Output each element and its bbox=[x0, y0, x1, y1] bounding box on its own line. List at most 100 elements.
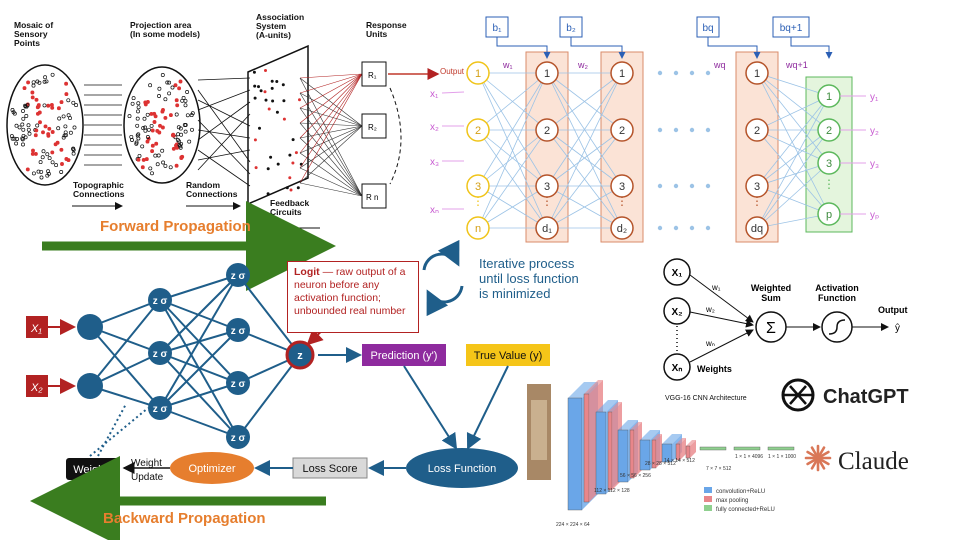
hidden2-node-label: d₂ bbox=[617, 223, 627, 235]
response-line bbox=[299, 73, 363, 109]
training-nodes: z σz σz σz σz σz σz σz bbox=[77, 263, 331, 449]
hidden2-node bbox=[610, 174, 634, 198]
bias-label: b₂ bbox=[566, 23, 576, 34]
sensory-dot bbox=[183, 98, 188, 103]
loss-score-label: Loss Score bbox=[302, 463, 357, 475]
input-node bbox=[466, 174, 490, 198]
sensory-dot bbox=[174, 163, 179, 168]
weight-label: w₁ bbox=[502, 60, 513, 70]
train-edge bbox=[89, 299, 161, 387]
sensory-dot bbox=[145, 135, 150, 139]
optimizer-label: Optimizer bbox=[188, 463, 235, 475]
mlp-input-line bbox=[441, 91, 465, 94]
bias-arrow bbox=[570, 37, 626, 59]
sensory-dot bbox=[43, 124, 48, 129]
association-dot bbox=[282, 117, 286, 121]
sensory-dot bbox=[21, 116, 26, 121]
train-input-node bbox=[77, 373, 103, 399]
sensory-dot bbox=[46, 169, 51, 174]
mlp-edge bbox=[756, 72, 830, 215]
vgg-block-top bbox=[608, 402, 622, 412]
sensory-dot bbox=[148, 83, 153, 88]
mlp-edge bbox=[756, 162, 830, 229]
prediction-to-loss-arrow bbox=[403, 365, 458, 450]
vgg-block bbox=[583, 393, 590, 503]
random-line bbox=[197, 119, 251, 175]
mlp-edge bbox=[756, 95, 830, 131]
response-line bbox=[299, 107, 363, 127]
sensory-dot bbox=[50, 150, 55, 155]
sensory-dot bbox=[41, 130, 45, 135]
sensory-dot bbox=[21, 142, 25, 147]
association-dot bbox=[253, 96, 257, 100]
claude-logo-icon bbox=[804, 444, 832, 472]
mlp-vertical-dots: ⋮ bbox=[472, 194, 484, 208]
sensory-dot bbox=[10, 136, 15, 141]
neuron-input-x2 bbox=[663, 297, 691, 325]
sensory-dot bbox=[189, 113, 194, 118]
vgg-block-side bbox=[656, 434, 662, 468]
response-line bbox=[299, 125, 363, 169]
mlp-gap-dot bbox=[689, 225, 695, 231]
sensory-dot bbox=[168, 165, 173, 170]
sensory-dot bbox=[64, 81, 69, 86]
sensory-dot bbox=[11, 110, 16, 115]
mlp-edge bbox=[477, 129, 548, 187]
sensory-dot bbox=[185, 113, 190, 118]
optimizer-node bbox=[170, 452, 254, 484]
train-hidden-node bbox=[148, 341, 172, 365]
input-node bbox=[466, 118, 490, 142]
sensory-dot bbox=[154, 141, 159, 146]
response-line bbox=[299, 152, 363, 197]
train-node-label: z σ bbox=[153, 296, 168, 307]
vgg-block-top bbox=[676, 438, 686, 444]
loss-function-label: Loss Function bbox=[428, 463, 496, 475]
association-dot bbox=[253, 138, 257, 142]
sensory-dot bbox=[74, 103, 79, 108]
sensory-dot bbox=[167, 91, 172, 96]
sensory-dot bbox=[37, 80, 42, 85]
sensory-dot bbox=[143, 128, 148, 133]
input-node-label: 2 bbox=[475, 125, 481, 137]
sensory-dot bbox=[42, 79, 47, 84]
association-dot bbox=[288, 176, 292, 180]
bias-label: bq bbox=[702, 23, 713, 34]
mlp-edge bbox=[756, 185, 830, 215]
x2-input-label: X₂ bbox=[30, 382, 43, 394]
sensory-dot bbox=[34, 128, 39, 133]
sensory-dot bbox=[152, 120, 157, 124]
mlp-gap-dot bbox=[657, 183, 663, 189]
sensory-dot bbox=[66, 98, 71, 103]
association-dot bbox=[275, 110, 279, 114]
sensory-dot bbox=[175, 103, 180, 108]
random-line bbox=[197, 129, 251, 139]
neuron-weight-n: wₙ bbox=[705, 339, 715, 348]
train-edge bbox=[159, 329, 239, 409]
claude-ray bbox=[816, 450, 830, 460]
association-dot bbox=[270, 86, 274, 90]
mlp-edge bbox=[756, 95, 830, 229]
association-dot bbox=[281, 83, 285, 87]
association-dot bbox=[264, 69, 267, 72]
sigma-icon: Σ bbox=[766, 320, 776, 337]
input-node-label: 1 bbox=[475, 68, 481, 80]
mlp-gap-dot bbox=[657, 225, 663, 231]
weight-label: w₂ bbox=[577, 60, 588, 70]
response-unit-n bbox=[361, 183, 387, 209]
sensory-dot bbox=[36, 169, 41, 174]
hiddenq-node bbox=[745, 216, 769, 240]
response-line bbox=[299, 92, 363, 127]
sensory-dot bbox=[190, 111, 195, 116]
mlp-gap-dot bbox=[657, 127, 663, 133]
mlp-edge bbox=[756, 213, 830, 229]
hidden1-node-label: 3 bbox=[544, 181, 550, 193]
vgg-block bbox=[699, 446, 727, 451]
sensory-dot bbox=[46, 132, 51, 137]
hiddenq-node bbox=[745, 174, 769, 198]
prediction-box bbox=[362, 344, 446, 366]
mlp-gap-dot bbox=[673, 127, 679, 133]
